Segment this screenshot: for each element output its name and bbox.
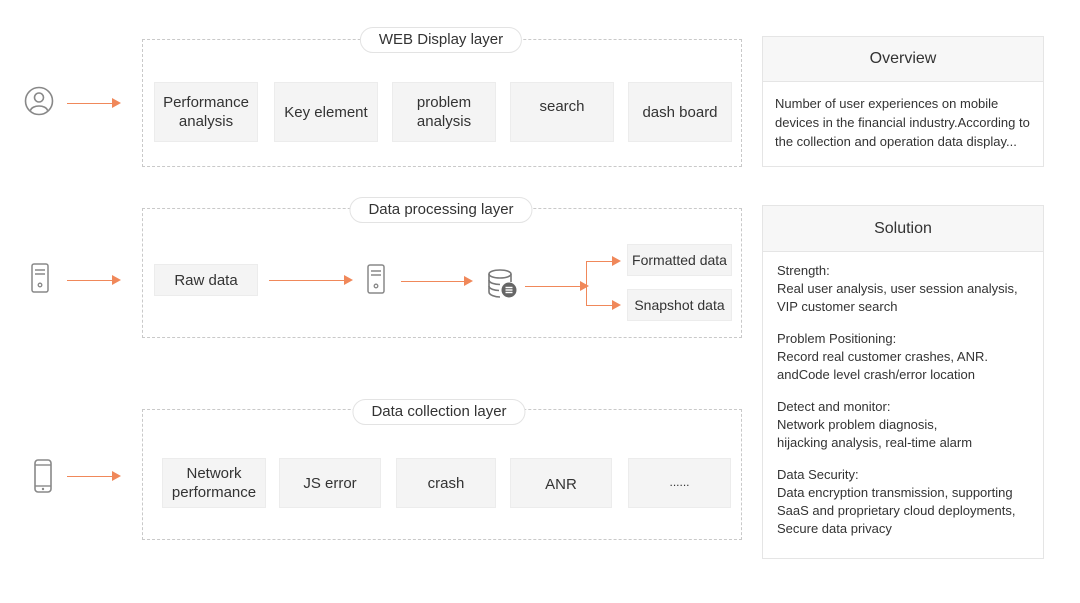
database-icon [487, 268, 519, 305]
phone-to-collection-arrow [67, 471, 121, 481]
strength-heading: Strength: [777, 263, 830, 278]
problem-positioning-line: andCode level crash/error location [777, 367, 975, 382]
server-to-database-arrow [401, 276, 473, 286]
ellipsis-box: ...... [628, 458, 731, 508]
user-icon [24, 86, 54, 121]
key-element-box: Key element [274, 82, 378, 142]
detect-monitor-group: Detect and monitor: Network problem diag… [777, 398, 1043, 452]
raw-data-box: Raw data [154, 264, 258, 296]
problem-positioning-heading: Problem Positioning: [777, 331, 897, 346]
server-to-processing-arrow [67, 275, 121, 285]
solution-body: Strength: Real user analysis, user sessi… [763, 252, 1043, 538]
solution-title: Solution [763, 206, 1043, 252]
data-collection-layer-title: Data collection layer [352, 399, 526, 425]
strength-group: Strength: Real user analysis, user sessi… [777, 262, 1043, 316]
overview-title: Overview [763, 37, 1043, 82]
data-security-line: Secure data privacy [777, 521, 892, 536]
processing-server-icon [367, 264, 385, 299]
data-security-group: Data Security: Data encryption transmiss… [777, 466, 1043, 538]
user-to-web-arrow [67, 98, 121, 108]
detect-monitor-line: hijacking analysis, real-time alarm [777, 435, 973, 450]
to-formatted-data-arrow [587, 256, 621, 266]
dash-board-box: dash board [628, 82, 732, 142]
network-performance-box: Network performance [162, 458, 266, 508]
phone-icon [34, 459, 52, 498]
split-vertical-line [586, 261, 587, 306]
detect-monitor-line: Network problem diagnosis, [777, 417, 938, 432]
solution-panel: Solution Strength: Real user analysis, u… [762, 205, 1044, 559]
data-security-line: Data encryption transmission, supporting [777, 485, 1013, 500]
detect-monitor-heading: Detect and monitor: [777, 399, 891, 414]
search-box: search [510, 82, 614, 142]
data-processing-layer-title: Data processing layer [349, 197, 533, 223]
anr-box: ANR [510, 458, 612, 508]
data-security-line: SaaS and proprietary cloud deployments, [777, 503, 1016, 518]
server-icon [31, 263, 49, 298]
strength-line: Real user analysis, user session analysi… [777, 281, 1018, 296]
raw-to-server-arrow [269, 275, 353, 285]
web-display-layer-title: WEB Display layer [359, 27, 523, 53]
problem-positioning-line: Record real customer crashes, ANR. [777, 349, 988, 364]
data-security-heading: Data Security: [777, 467, 859, 482]
to-snapshot-data-arrow [587, 300, 621, 310]
database-split-line [525, 281, 589, 291]
snapshot-data-box: Snapshot data [627, 289, 732, 321]
problem-positioning-group: Problem Positioning: Record real custome… [777, 330, 1043, 384]
crash-box: crash [396, 458, 496, 508]
problem-analysis-box: problem analysis [392, 82, 496, 142]
js-error-box: JS error [279, 458, 381, 508]
strength-line: VIP customer search [777, 299, 898, 314]
formatted-data-box: Formatted data [627, 244, 732, 276]
overview-text: Number of user experiences on mobile dev… [775, 96, 1030, 149]
performance-analysis-box: Performance analysis [154, 82, 258, 142]
overview-panel: Overview Number of user experiences on m… [762, 36, 1044, 167]
